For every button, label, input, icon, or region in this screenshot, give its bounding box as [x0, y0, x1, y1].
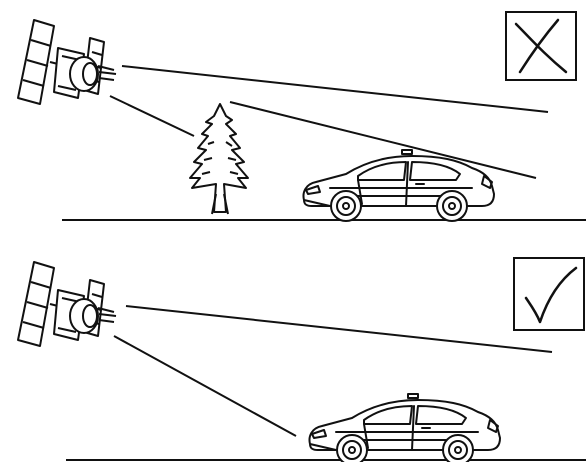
signal-line: [114, 336, 296, 436]
signal-line: [126, 306, 552, 352]
cross-mark-icon: [506, 12, 576, 80]
panel-blocked: [18, 12, 586, 221]
tree-icon: [190, 104, 248, 214]
satellite-icon: [18, 20, 116, 104]
signal-line: [122, 66, 548, 112]
satellite-icon: [18, 262, 116, 346]
panel-clear: [18, 258, 586, 462]
signal-line: [110, 96, 194, 136]
check-mark-icon: [514, 258, 584, 330]
car-icon: [310, 394, 501, 462]
